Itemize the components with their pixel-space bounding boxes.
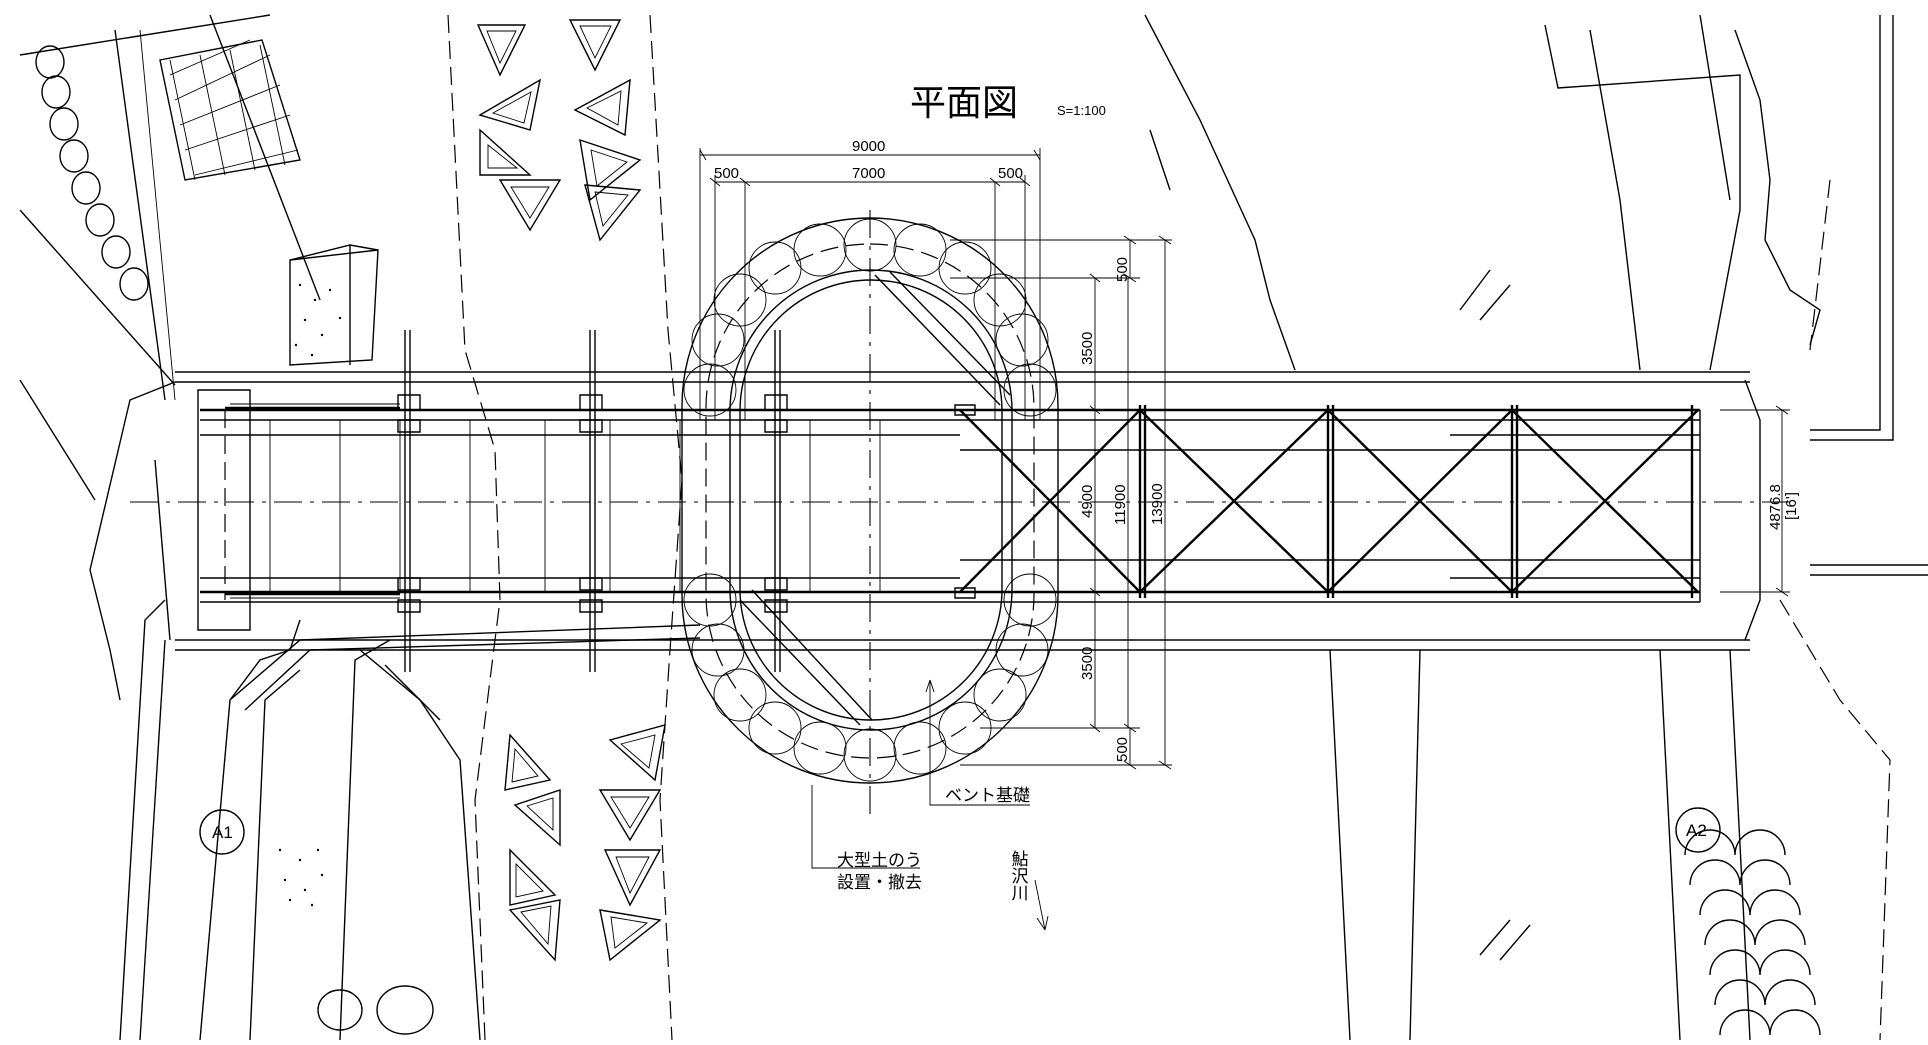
triangle-blocks bbox=[476, 19, 666, 962]
dim-16ft: [16'] bbox=[1783, 492, 1800, 520]
dim-13900: 13900 bbox=[1149, 483, 1166, 525]
abutment-a1-marker bbox=[199, 809, 245, 855]
drawing-scale: S=1:100 bbox=[1057, 103, 1106, 118]
dim-11900: 11900 bbox=[1112, 484, 1129, 525]
road-deck bbox=[89, 371, 1761, 711]
dim-3500-top: 3500 bbox=[1079, 332, 1096, 365]
main-girders bbox=[197, 389, 1701, 631]
terrain-lines bbox=[19, 14, 1928, 1041]
label-abutment-a1: A1 bbox=[212, 823, 233, 842]
dim-4900: 4900 bbox=[1079, 485, 1096, 518]
label-bent-foundation: ベント基礎 bbox=[945, 786, 1030, 805]
dim-500-top: 500 bbox=[1114, 257, 1131, 282]
dim-4876: 4876.8 bbox=[1767, 484, 1784, 530]
truss-bracing bbox=[954, 404, 1699, 599]
sandbag-circles bbox=[683, 218, 1057, 782]
dim-9000: 9000 bbox=[852, 138, 885, 155]
label-river: 鮎沢川 bbox=[1009, 850, 1029, 901]
riprap-stones-left bbox=[35, 45, 434, 1035]
dimension-lines bbox=[699, 148, 1790, 931]
bent-foundation bbox=[739, 271, 1011, 726]
temporary-posts bbox=[397, 330, 788, 672]
riprap-scales-right bbox=[1684, 829, 1821, 1036]
dim-7000: 7000 bbox=[852, 165, 885, 182]
dim-500-left: 500 bbox=[714, 165, 739, 182]
stipple-dots bbox=[278, 283, 342, 907]
label-sandbag-line2: 設置・撤去 bbox=[837, 873, 922, 892]
abutment-a2-marker bbox=[1675, 807, 1721, 853]
cofferdam bbox=[681, 217, 1059, 784]
drawing-title: 平面図 bbox=[910, 82, 1018, 123]
dim-3500-bottom: 3500 bbox=[1079, 647, 1096, 680]
label-sandbag-line1: 大型土のう bbox=[837, 851, 922, 870]
label-abutment-a2: A2 bbox=[1686, 821, 1707, 840]
hatched-revetment bbox=[159, 39, 301, 181]
dim-500-right: 500 bbox=[998, 165, 1023, 182]
dim-500-bottom: 500 bbox=[1114, 737, 1131, 762]
